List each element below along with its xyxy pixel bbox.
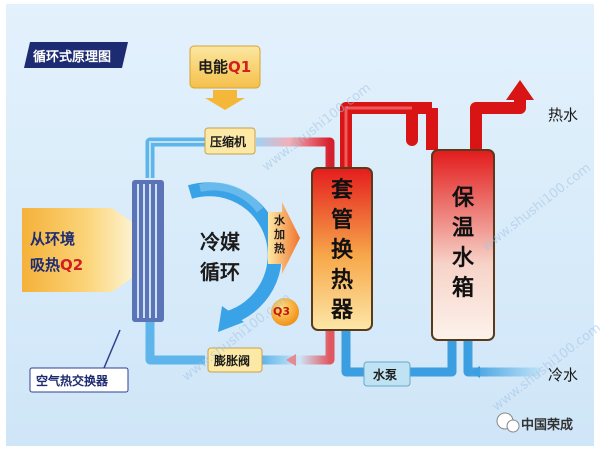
air-exchanger-label-box xyxy=(29,367,129,393)
hot-out-arrowhead xyxy=(506,80,534,100)
water-cold-to-exchanger xyxy=(341,330,364,377)
env-heat-arrow xyxy=(22,208,132,292)
water-hot-bridge-highlight xyxy=(344,106,412,170)
pipe-arrow-left xyxy=(286,354,296,366)
pipe-exchanger-out xyxy=(262,330,335,365)
cycle-arrowhead xyxy=(218,306,244,332)
compressor-box xyxy=(204,127,256,155)
cycle-arrow-top xyxy=(199,182,264,213)
tank-label: 保 温 水 箱 xyxy=(440,184,486,304)
water-heating-text: 水 加 热 xyxy=(274,214,286,256)
water-cold-in xyxy=(463,338,540,377)
water-heating-char: 加 xyxy=(274,228,285,241)
pipe-valve-out xyxy=(145,318,205,365)
env-heat-line1: 从环境 xyxy=(30,230,76,248)
insulated-water-tank xyxy=(431,149,495,341)
q3-badge xyxy=(271,298,299,326)
pump-box xyxy=(363,361,411,387)
exchanger-char: 热 xyxy=(330,268,353,293)
exchanger-char: 套 xyxy=(330,178,353,203)
pipe-highlight xyxy=(149,141,205,178)
air-exchanger-label: 空气热交换器 xyxy=(36,374,109,388)
air-exchanger-pointer xyxy=(103,329,121,369)
pipe-compressor-out xyxy=(256,137,335,168)
tank-char: 保 xyxy=(451,186,474,211)
power-text: 电能 xyxy=(198,58,229,76)
pump-label: 水泵 xyxy=(373,368,398,382)
cycle-line1: 冷媒 xyxy=(200,230,240,254)
casing-heat-exchanger xyxy=(311,167,373,331)
power-label: 电能Q1 xyxy=(198,56,251,77)
cold-arrow-left xyxy=(470,366,480,378)
env-heat-text: 吸热 xyxy=(30,256,61,274)
exchanger-label: 套 管 换 热 器 xyxy=(318,176,366,326)
tank-char: 箱 xyxy=(451,276,474,301)
power-arrow xyxy=(205,90,245,110)
power-q: Q1 xyxy=(228,58,252,76)
water-heating-arrow xyxy=(268,202,300,274)
expansion-valve-label: 膨胀阀 xyxy=(214,354,251,368)
tank-char: 水 xyxy=(451,246,474,271)
expansion-valve-box xyxy=(207,347,263,373)
env-heat-q: Q2 xyxy=(60,256,84,274)
cold-water-label: 冷水 xyxy=(548,366,579,384)
water-heating-char: 水 xyxy=(274,214,285,227)
power-box xyxy=(189,45,261,89)
cycle-line2: 循环 xyxy=(200,260,240,284)
exchanger-char: 管 xyxy=(330,208,353,233)
air-exchanger-fins xyxy=(137,184,157,318)
tank-char: 温 xyxy=(451,216,474,241)
exchanger-char: 换 xyxy=(330,238,353,263)
wechat-icon xyxy=(496,412,520,433)
q3-label: Q3 xyxy=(273,305,291,318)
compressor-label: 压缩机 xyxy=(210,135,247,149)
brand-name: 中国荣成 xyxy=(521,418,574,433)
title-tag xyxy=(24,42,128,68)
water-cold-from-tank xyxy=(410,338,457,377)
exchanger-char: 器 xyxy=(330,298,353,323)
diagram-title: 循环式原理图 xyxy=(33,50,112,65)
hot-water-label: 热水 xyxy=(548,106,579,124)
air-exchanger-body xyxy=(132,180,164,322)
env-heat-line2: 吸热Q2 xyxy=(30,254,83,275)
water-hot-out xyxy=(470,96,526,150)
water-heating-char: 热 xyxy=(274,242,285,255)
